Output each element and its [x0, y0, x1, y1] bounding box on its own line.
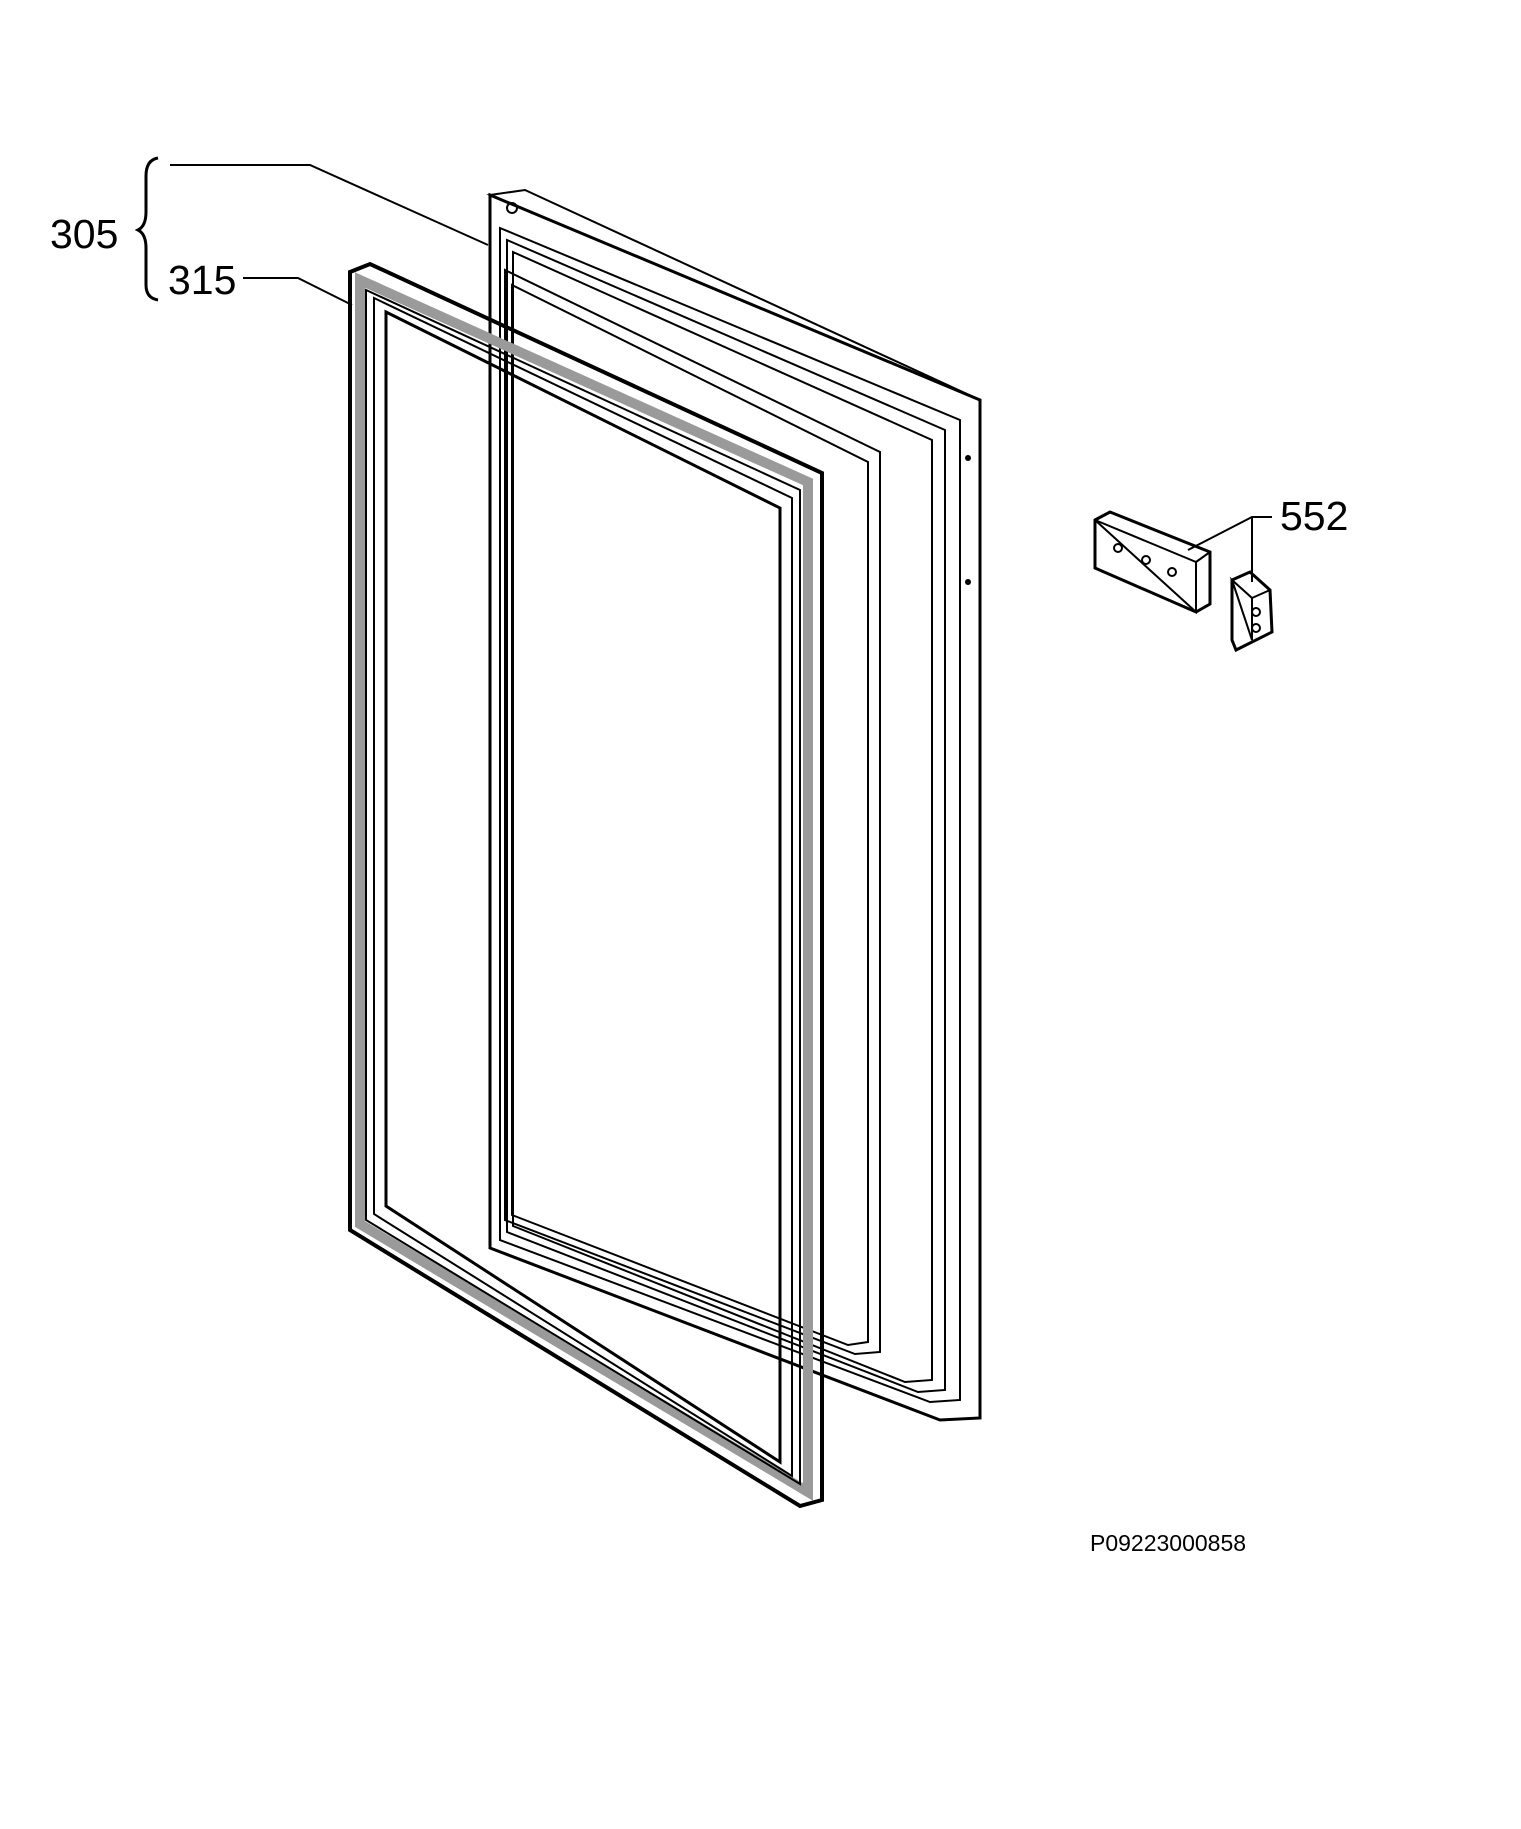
label-305: 305: [50, 211, 118, 257]
leader-552: [1187, 516, 1272, 551]
label-315: 315: [168, 257, 236, 303]
brace-305: [134, 156, 159, 302]
hinge-plate: [1093, 510, 1212, 615]
door-panel: [486, 188, 982, 1422]
hinge-bracket: [1229, 570, 1274, 653]
drawing-code: P09223000858: [1090, 1530, 1246, 1556]
leader-315: [243, 277, 353, 306]
label-552: 552: [1280, 493, 1348, 539]
door-gasket: [348, 261, 824, 1509]
leader-305: [170, 164, 489, 246]
